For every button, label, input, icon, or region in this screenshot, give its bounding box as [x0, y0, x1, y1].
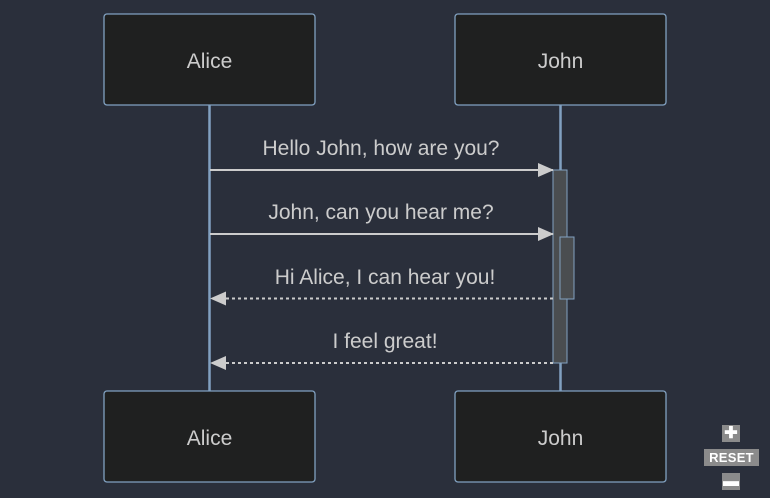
zoom-in-button[interactable]: ✚	[722, 425, 740, 442]
participant-alice-top: Alice	[103, 13, 316, 106]
message-1-label: Hello John, how are you?	[263, 137, 500, 160]
participant-john-top-label: John	[538, 50, 584, 73]
zoom-reset-button[interactable]: RESET	[704, 449, 759, 466]
participant-john-bottom: John	[454, 390, 667, 483]
zoom-out-button[interactable]: ▬	[722, 473, 740, 490]
participant-alice-bottom-label: Alice	[187, 427, 233, 450]
message-3-label: Hi Alice, I can hear you!	[275, 266, 496, 289]
activation-john-inner	[559, 236, 575, 300]
participant-john-top: John	[454, 13, 667, 106]
participant-john-bottom-label: John	[538, 427, 584, 450]
message-4-label: I feel great!	[332, 330, 437, 353]
zoom-controls: ✚ RESET ▬	[704, 425, 760, 493]
participant-alice-top-label: Alice	[187, 50, 233, 73]
participant-alice-bottom: Alice	[103, 390, 316, 483]
message-2-label: John, can you hear me?	[268, 201, 493, 224]
